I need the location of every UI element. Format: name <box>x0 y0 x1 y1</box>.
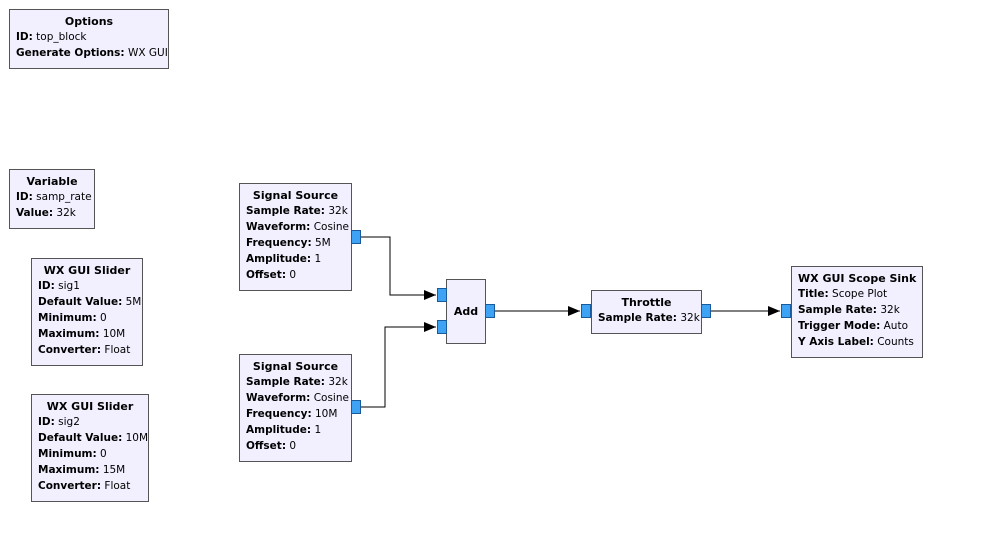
signal-source-1-out-port[interactable] <box>351 230 361 244</box>
param-waveform: Waveform: Cosine <box>246 221 349 233</box>
param-id: ID: top_block <box>16 31 87 43</box>
block-title: Add <box>453 305 479 318</box>
param-title: Title: Scope Plot <box>798 288 888 300</box>
block-title: Variable <box>26 175 78 188</box>
param-sample-rate: Sample Rate: 32k <box>598 312 700 324</box>
wx-gui-slider-block-sig1[interactable]: WX GUI Slider ID: sig1 Default Value: 5M… <box>31 258 143 366</box>
add-out-port[interactable] <box>485 304 495 318</box>
param-frequency: Frequency: 10M <box>246 408 338 420</box>
param-converter: Converter: Float <box>38 344 131 356</box>
param-id: ID: sig1 <box>38 280 80 292</box>
block-title: Throttle <box>621 296 672 309</box>
param-minimum: Minimum: 0 <box>38 312 107 324</box>
signal-source-2-out-port[interactable] <box>351 400 361 414</box>
block-title: Signal Source <box>252 360 339 373</box>
param-converter: Converter: Float <box>38 480 131 492</box>
param-sample-rate: Sample Rate: 32k <box>246 205 348 217</box>
block-title: Signal Source <box>252 189 339 202</box>
add-block[interactable]: Add <box>446 279 486 344</box>
param-waveform: Waveform: Cosine <box>246 392 349 404</box>
param-generate-options: Generate Options: WX GUI <box>16 47 168 59</box>
param-offset: Offset: 0 <box>246 269 297 281</box>
throttle-block[interactable]: Throttle Sample Rate: 32k <box>591 290 702 334</box>
options-block[interactable]: Options ID: top_block Generate Options: … <box>9 9 169 69</box>
param-default-value: Default Value: 10M <box>38 432 149 444</box>
block-title: WX GUI Slider <box>46 400 134 413</box>
wx-gui-scope-sink-block[interactable]: WX GUI Scope Sink Title: Scope Plot Samp… <box>791 266 923 358</box>
wx-gui-slider-block-sig2[interactable]: WX GUI Slider ID: sig2 Default Value: 10… <box>31 394 149 502</box>
param-minimum: Minimum: 0 <box>38 448 107 460</box>
connection-source1-to-add[interactable] <box>361 236 436 300</box>
param-y-axis-label: Y Axis Label: Counts <box>798 336 914 348</box>
param-sample-rate: Sample Rate: 32k <box>798 304 900 316</box>
param-sample-rate: Sample Rate: 32k <box>246 376 348 388</box>
param-value: Value: 32k <box>16 207 76 219</box>
param-amplitude: Amplitude: 1 <box>246 424 322 436</box>
connection-source2-to-add[interactable] <box>361 322 436 408</box>
add-in1-port[interactable] <box>437 320 447 334</box>
block-title: WX GUI Slider <box>43 264 131 277</box>
param-id: ID: samp_rate <box>16 191 92 203</box>
block-title: WX GUI Scope Sink <box>798 272 917 285</box>
throttle-in-port[interactable] <box>581 304 591 318</box>
signal-source-block-2[interactable]: Signal Source Sample Rate: 32k Waveform:… <box>239 354 352 462</box>
param-amplitude: Amplitude: 1 <box>246 253 322 265</box>
signal-source-block-1[interactable]: Signal Source Sample Rate: 32k Waveform:… <box>239 183 352 291</box>
scope-sink-in-port[interactable] <box>781 304 791 318</box>
block-title: Options <box>64 15 114 28</box>
add-in0-port[interactable] <box>437 288 447 302</box>
variable-block[interactable]: Variable ID: samp_rate Value: 32k <box>9 169 95 229</box>
param-default-value: Default Value: 5M <box>38 296 142 308</box>
param-frequency: Frequency: 5M <box>246 237 331 249</box>
param-offset: Offset: 0 <box>246 440 297 452</box>
param-id: ID: sig2 <box>38 416 80 428</box>
throttle-out-port[interactable] <box>701 304 711 318</box>
param-maximum: Maximum: 10M <box>38 328 126 340</box>
param-maximum: Maximum: 15M <box>38 464 126 476</box>
param-trigger-mode: Trigger Mode: Auto <box>798 320 909 332</box>
